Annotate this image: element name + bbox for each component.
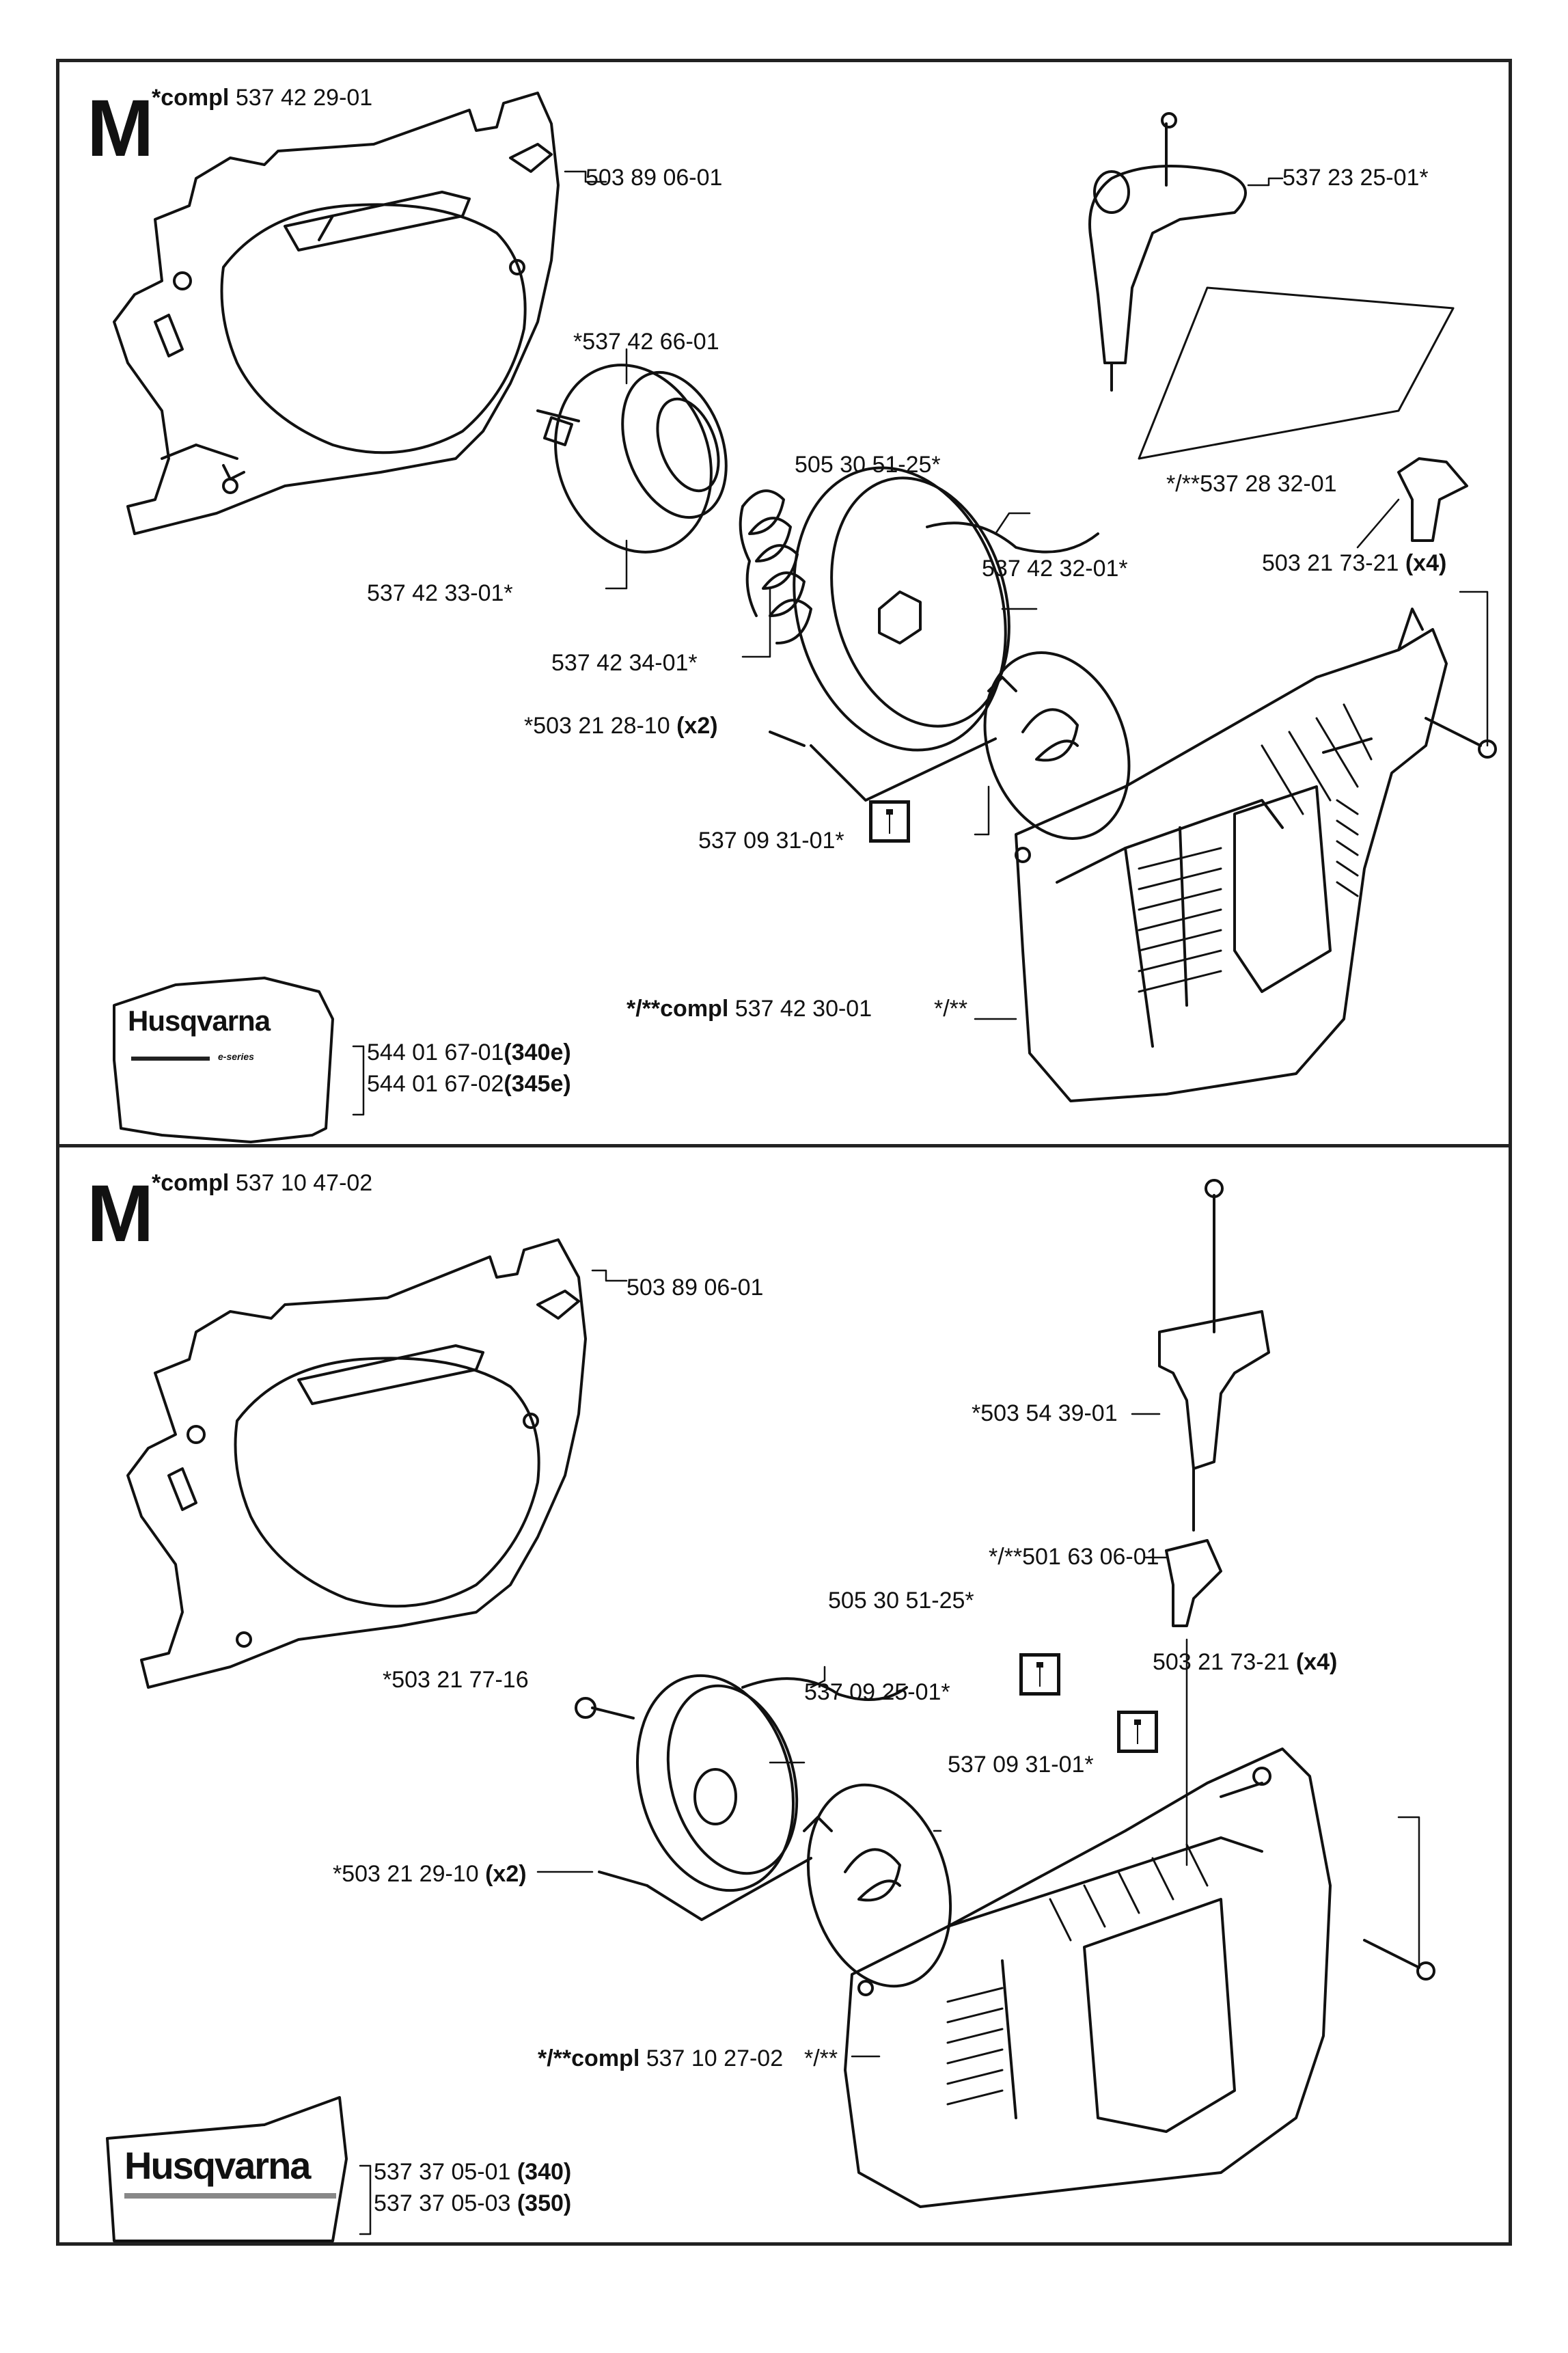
label-center-screw: 503 21 73-21 (x4) xyxy=(1153,1649,1338,1675)
cover-part xyxy=(1015,608,1448,1102)
wrench-icon xyxy=(869,800,910,843)
guide-part xyxy=(1397,457,1468,542)
label-screws-x2: *503 21 29-10 (x2) xyxy=(333,1861,527,1887)
hub-part xyxy=(543,364,728,554)
label-cover: */**compl 537 10 27-02 xyxy=(538,2045,784,2071)
label-rope: 505 30 51-25* xyxy=(828,1588,974,1614)
label-decal-1: 544 01 67-01(340e) xyxy=(367,1039,571,1065)
panel-title: *compl 537 42 29-01 xyxy=(152,85,373,111)
label-rope: 505 30 51-25* xyxy=(795,452,941,478)
wrench-icon xyxy=(1117,1711,1158,1753)
panel-letter: M xyxy=(87,83,154,174)
label-cover: */**compl 537 42 30-01 xyxy=(627,996,872,1022)
husqvarna-logo: Husqvarna xyxy=(128,1005,271,1037)
label-handle: *503 54 39-01 xyxy=(972,1400,1118,1426)
leader-lines xyxy=(359,1269,1420,2235)
husqvarna-logo: Husqvarna xyxy=(124,2144,311,2187)
decal-top xyxy=(113,977,334,1143)
wrench-icon xyxy=(1019,1653,1060,1696)
bottom-exploded-drawing xyxy=(106,1179,1435,2242)
spring-part xyxy=(739,489,812,644)
panel-title: *compl 537 10 47-02 xyxy=(152,1170,373,1196)
leader-lines xyxy=(352,170,1489,1116)
screws-part xyxy=(536,409,1497,802)
screws-part xyxy=(575,1697,1435,1981)
label-recoil: 537 09 31-01* xyxy=(948,1752,1094,1778)
label-hub: 537 42 33-01* xyxy=(367,580,513,606)
label-guide: */**537 28 32-01 xyxy=(1166,471,1337,497)
guide-part xyxy=(1165,1539,1222,1627)
top-panel: M *compl 537 42 29-01 xyxy=(56,59,1512,1147)
label-frame: 503 89 06-01 xyxy=(586,165,723,191)
label-decal-1: 537 37 05-01 (340) xyxy=(374,2159,572,2185)
label-spring: 537 42 34-01* xyxy=(551,650,698,676)
label-cover-marker: */** xyxy=(934,996,968,1022)
label-decal-2: 544 01 67-02(345e) xyxy=(367,1071,571,1097)
recoil-part xyxy=(983,651,1131,840)
label-pulley: 537 09 25-01* xyxy=(804,1679,950,1705)
top-exploded-drawing xyxy=(113,92,1497,1143)
label-screw-top: *537 42 66-01 xyxy=(573,329,719,355)
label-handle: 537 23 25-01* xyxy=(1282,165,1429,191)
label-recoil: 537 09 31-01* xyxy=(698,828,844,854)
bottom-panel: M *compl 537 10 47-02 xyxy=(56,1144,1512,2246)
panel-letter: M xyxy=(87,1169,154,1259)
label-decal-2: 537 37 05-03 (350) xyxy=(374,2190,572,2216)
label-pulley: 537 42 32-01* xyxy=(982,556,1128,582)
label-screw-top: *503 21 77-16 xyxy=(383,1667,529,1693)
recoil-part xyxy=(803,1783,952,1988)
handle-part xyxy=(1158,1179,1270,1532)
label-frame: 503 89 06-01 xyxy=(627,1275,764,1301)
decal-series-text: e-series xyxy=(218,1051,254,1062)
pulley-part xyxy=(635,1674,908,1892)
label-screws-x2: *503 21 28-10 (x2) xyxy=(524,713,718,739)
cover-part xyxy=(844,1747,1332,2208)
pulley-part xyxy=(793,466,1099,752)
label-cover-marker: */** xyxy=(804,2045,838,2071)
label-guide: */**501 63 06-01 xyxy=(989,1544,1159,1570)
label-center-screw: 503 21 73-21 (x4) xyxy=(1262,550,1447,576)
decal-bottom xyxy=(106,2096,348,2242)
handle-part xyxy=(1088,112,1455,460)
frame-part xyxy=(113,92,560,535)
frame-part xyxy=(126,1238,587,1689)
